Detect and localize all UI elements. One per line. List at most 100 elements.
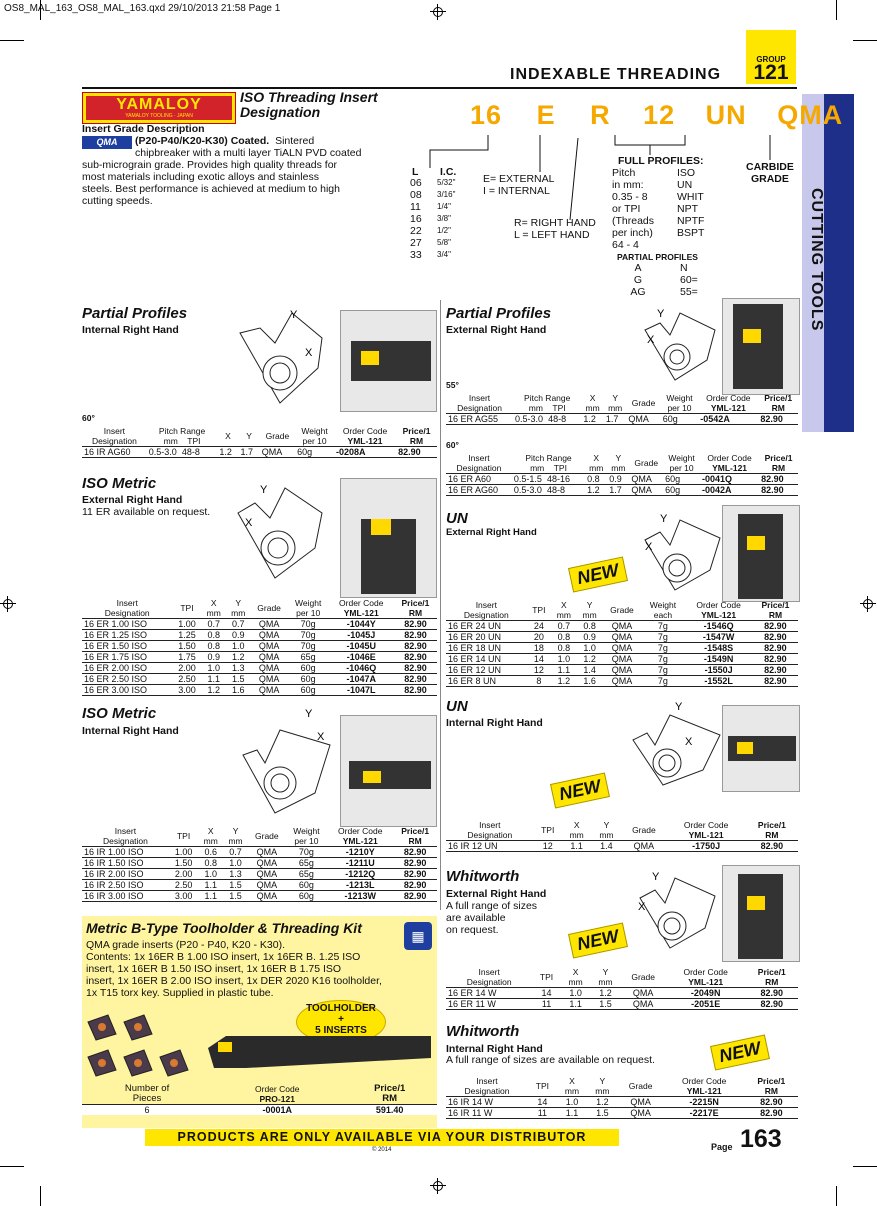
svg-text:X: X (638, 901, 646, 913)
col-header-text: X (572, 967, 579, 977)
table-cell: 60g (665, 485, 681, 495)
section-title: UN (446, 698, 468, 715)
col-header-text: Weight (301, 426, 328, 436)
col-header-text: mm (611, 463, 626, 473)
col-header-text: RM (771, 403, 785, 413)
new-badge: NEW (710, 1034, 770, 1071)
price: 82.90 (404, 685, 427, 695)
price: 82.90 (760, 414, 783, 424)
section-note: A full range of sizes are available on r… (446, 900, 537, 936)
side-tab (824, 94, 854, 432)
grade-desc-line: cutting speeds. (82, 195, 153, 207)
legend-partial: N (680, 262, 688, 274)
col-header-text: Weight (666, 393, 693, 403)
kit-badge-line: 5 INSERTS (315, 1025, 367, 1036)
col-header-text: YML-121 (712, 463, 748, 473)
column-divider (440, 300, 441, 910)
col-header-text: mm (589, 463, 604, 473)
col-header-text: X (561, 600, 567, 610)
note-line: A full range of sizes (446, 900, 538, 912)
col-header-text: Insert (103, 426, 126, 436)
table-cell: 0.6 (204, 847, 217, 857)
crop-mark (836, 0, 837, 20)
price: 82.90 (404, 674, 427, 684)
note-line: are available (446, 912, 506, 924)
price: 82.90 (403, 880, 427, 890)
col-header-text: Insert (468, 393, 491, 403)
col-header: Grade (631, 398, 656, 408)
legend-partial: G (633, 274, 643, 286)
table-cell: 1.1 (570, 841, 583, 851)
legend-partial: 60= (680, 274, 698, 286)
col-header-text: Order Code (338, 826, 383, 836)
table-cell: 7g (657, 621, 668, 631)
col-header-text: Pitch Range (158, 426, 206, 436)
table-cell: 16 ER 2.50 ISO (84, 674, 148, 684)
col-header-text: YML-121 (342, 836, 378, 846)
table-cell: 60g (298, 880, 314, 890)
registration-mark-icon (860, 596, 876, 612)
col-header-text: Y (615, 453, 622, 463)
table-cell: 1.0 (229, 858, 242, 868)
col-header-text: Weight (649, 600, 677, 610)
table-cell: 7g (657, 632, 668, 642)
table-cell: 1.2 (231, 652, 245, 662)
table-cell: QMA (258, 641, 280, 651)
price: 82.90 (764, 643, 787, 653)
legend-l-val: 22 (410, 225, 422, 237)
category-title: INDEXABLE THREADING (510, 66, 722, 83)
code-pitch: 12 (643, 100, 676, 130)
table-cell: 1.7 (609, 485, 622, 495)
col-header-text: Price/1 (401, 826, 430, 836)
table-cell: 1.2 (596, 1097, 609, 1107)
col-header-text: Price/1 (761, 600, 790, 610)
table-cell: 1.2 (587, 485, 600, 495)
col-header: TPI (539, 972, 554, 982)
order-code: -1552L (704, 676, 733, 686)
table-cell: 1.2 (583, 654, 596, 664)
table-cell: 0.5-3.0 48-8 (513, 414, 581, 425)
table-cell: QMA (611, 676, 633, 686)
col-header-text: Order Code (683, 820, 729, 830)
table-cell: 11 (537, 1108, 548, 1118)
table-cell: QMA (258, 663, 280, 673)
col-header: TPI (180, 603, 194, 613)
kit-line: insert, 1x 16ER B 1.50 ISO insert, 1x 16… (86, 963, 342, 975)
section-title: ISO Metric (82, 705, 157, 722)
col-header-text: YML-121 (347, 436, 383, 446)
price: 82.90 (404, 630, 427, 640)
table-cell: 8 (536, 676, 542, 686)
legend-l-val: 11 (410, 201, 421, 213)
table-cell: QMA (256, 847, 278, 857)
table-cell: 60g (300, 663, 316, 673)
table-row: 16 ER AG55 0.5-3.0 48-8 1.2 1.7 QMA 60g … (446, 414, 798, 425)
table-cell: 1.2 (219, 447, 232, 457)
col-header-text: Insert (468, 453, 490, 463)
col-header-text: Price/1 (374, 1083, 406, 1094)
designation-leader-lines (429, 135, 771, 221)
col-header-text: PRO-121 (259, 1094, 295, 1104)
col-header-text: Pitch Range (525, 453, 572, 463)
order-code: -1047L (346, 685, 376, 695)
order-code: -0208A (335, 447, 366, 457)
table-cell: 60g (298, 891, 314, 901)
table-cell: 0.8 (204, 858, 217, 868)
legend-ic-val: 3/16" (437, 190, 456, 199)
col-header-text: Price/1 (757, 967, 786, 977)
legend-ic-val: 3/4" (437, 250, 451, 259)
col-header-text: Price/1 (402, 426, 431, 436)
table-cell: QMA (258, 652, 280, 662)
price: 82.90 (764, 654, 787, 664)
legend-pitch: in mm: (612, 179, 644, 191)
table-cell: 1.1 (565, 1108, 579, 1118)
